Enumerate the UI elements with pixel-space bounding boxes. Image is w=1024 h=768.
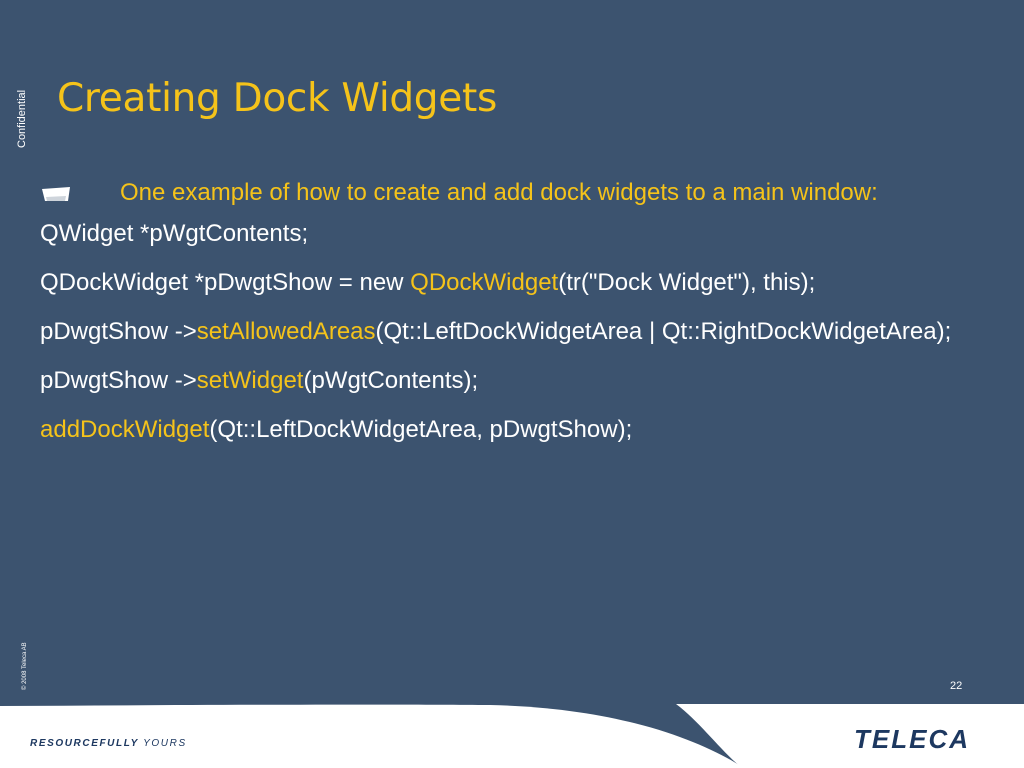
code-text: (tr("Dock Widget"), this); (558, 269, 816, 296)
teleca-logo: TELECA (854, 726, 970, 752)
code-line: addDockWidget(Qt::LeftDockWidgetArea, pD… (40, 413, 980, 446)
code-line: QDockWidget *pDwgtShow = new QDockWidget… (40, 266, 980, 299)
confidential-label: Confidential (16, 89, 28, 148)
code-highlight: QDockWidget (410, 269, 559, 296)
page-number: 22 (950, 680, 963, 692)
code-text: (Qt::LeftDockWidgetArea | Qt::RightDockW… (375, 318, 952, 345)
code-text: pDwgtShow -> (40, 367, 197, 394)
code-text: (pWgtContents); (303, 367, 479, 394)
bullet-text: One example of how to create and add doc… (120, 179, 878, 206)
logo-text: TELECA (854, 726, 970, 752)
code-highlight: setAllowedAreas (196, 318, 376, 345)
slide-content: One example of how to create and add doc… (40, 176, 980, 462)
tagline-bold: RESOURCEFULLY (30, 738, 139, 749)
tagline-rest: YOURS (138, 738, 187, 749)
code-text: QDockWidget *pDwgtShow = new (40, 269, 411, 296)
code-highlight: setWidget (196, 367, 304, 394)
footer-band (0, 704, 1024, 768)
code-line: QWidget *pWgtContents; (40, 217, 980, 250)
code-highlight: addDockWidget (40, 416, 210, 443)
code-line: pDwgtShow ->setWidget(pWgtContents); (40, 364, 980, 397)
code-line: pDwgtShow ->setAllowedAreas(Qt::LeftDock… (40, 315, 980, 348)
bullet-item: One example of how to create and add doc… (40, 176, 980, 209)
slide-title: Creating Dock Widgets (57, 76, 497, 121)
bullet-icon (42, 187, 70, 201)
code-text: (Qt::LeftDockWidgetArea, pDwgtShow); (209, 416, 633, 443)
copyright-label: © 2008 Teleca AB (22, 642, 28, 690)
code-text: QWidget *pWgtContents; (40, 220, 309, 247)
footer-tagline: RESOURCEFULLY YOURS (30, 738, 187, 749)
code-text: pDwgtShow -> (40, 318, 197, 345)
